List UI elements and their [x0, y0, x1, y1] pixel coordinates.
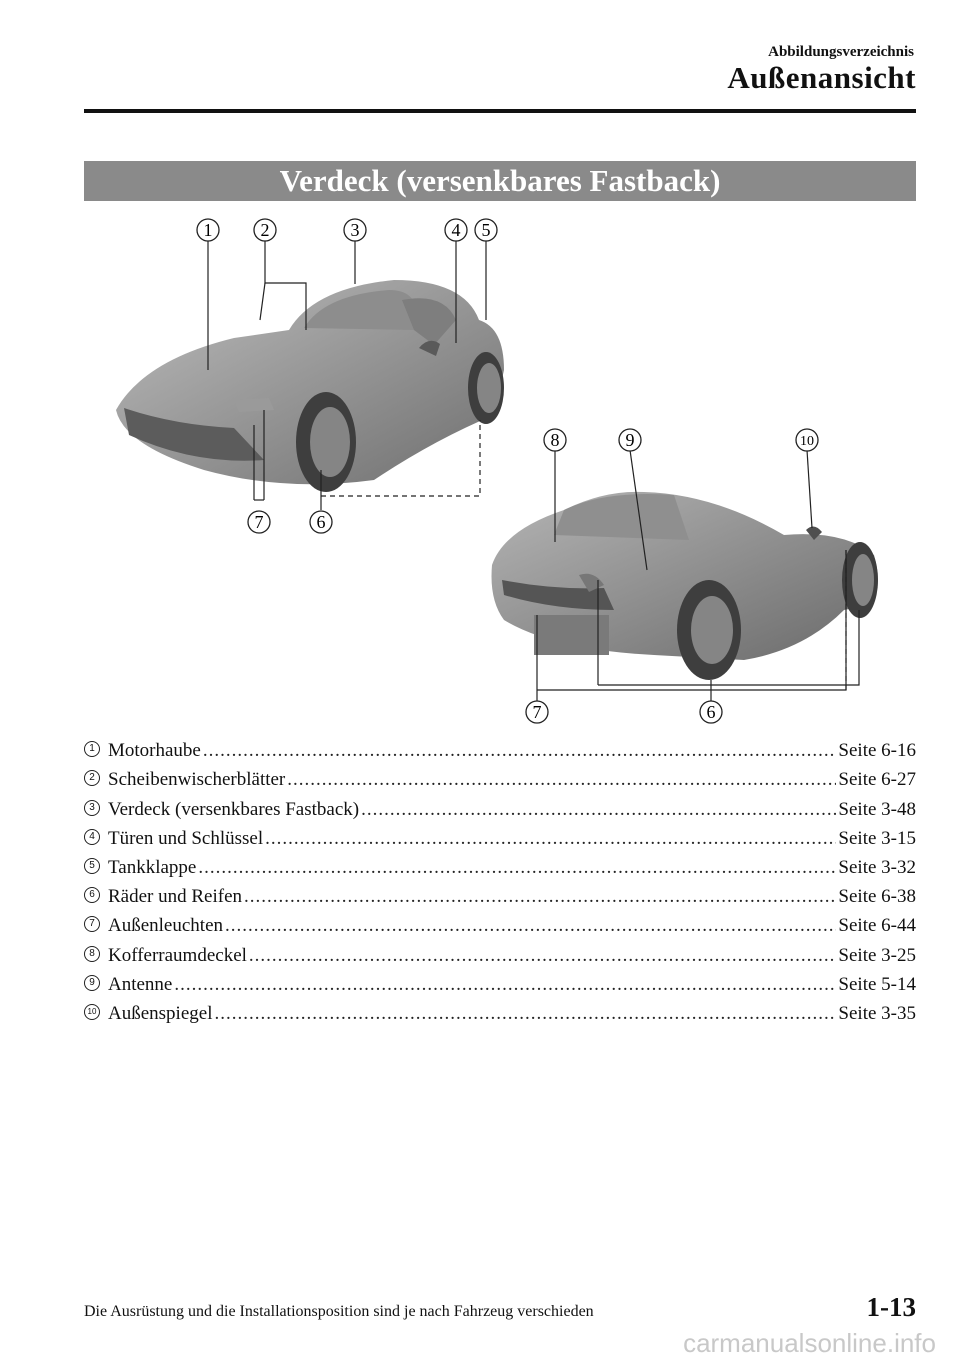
header-rule	[84, 109, 916, 113]
item-label: Außenleuchten	[108, 915, 224, 937]
callout-6-front: 6	[309, 510, 333, 534]
item-number: 3	[84, 799, 100, 816]
item-label: Scheibenwischerblätter	[108, 769, 286, 791]
list-item: 1 Motorhaube Seite 6-16	[84, 733, 916, 762]
list-item: 3 Verdeck (versenkbares Fastback) Seite 3-…	[84, 791, 916, 820]
list-item: 8 Kofferraumdeckel Seite 3-25	[84, 937, 916, 966]
callout-4: 4	[444, 218, 468, 242]
list-item: 5 Tankklappe Seite 3-32	[84, 850, 916, 879]
list-item: 2 Scheibenwischerblätter Seite 6-27	[84, 762, 916, 791]
callout-5: 5	[474, 218, 498, 242]
callout-7-rear: 7	[525, 700, 549, 724]
callout-8-label: 8	[551, 430, 560, 450]
car-illustration: 1 2 3 4 5 6 7 8 9 10 7 6	[116, 218, 878, 724]
rear-car	[491, 491, 878, 680]
list-item: 9 Antenne Seite 5-14	[84, 967, 916, 996]
item-number: 6	[84, 887, 100, 904]
item-label: Verdeck (versenkbares Fastback)	[108, 798, 360, 820]
callout-7-front: 7	[247, 510, 271, 534]
component-list: 1 Motorhaube Seite 6-16 2 Scheibenwischerbl…	[84, 733, 916, 1025]
item-page-ref: Seite 5-14	[838, 973, 916, 995]
section-banner: Verdeck (versenkbares Fastback)	[84, 161, 916, 201]
callout-3: 3	[343, 218, 367, 242]
item-number: 4	[84, 828, 100, 845]
list-item: 6 Räder und Reifen Seite 6-38	[84, 879, 916, 908]
page-title: Außenansicht	[727, 60, 916, 95]
callout-9-label: 9	[626, 430, 635, 450]
item-number: 8	[84, 945, 100, 962]
list-item: 7 Außenleuchten Seite 6-44	[84, 908, 916, 937]
callout-10-label: 10	[800, 434, 814, 449]
item-page-ref: Seite 6-44	[838, 915, 916, 937]
item-number: 9	[84, 974, 100, 991]
callout-3-label: 3	[351, 220, 360, 240]
callout-7-front-label: 7	[255, 512, 264, 532]
item-page-ref: Seite 3-25	[838, 944, 916, 966]
front-car	[116, 280, 504, 492]
item-label: Kofferraumdeckel	[108, 944, 247, 966]
callout-2-label: 2	[261, 220, 270, 240]
leader-lines	[207, 240, 860, 710]
callout-6-rear-label: 6	[707, 702, 716, 722]
item-label: Motorhaube	[108, 740, 201, 762]
item-number: 10	[84, 1003, 100, 1020]
callout-5-label: 5	[482, 220, 491, 240]
footer-note: Die Ausrüstung und die Installationsposi…	[84, 1303, 594, 1320]
callout-10: 10	[795, 428, 819, 452]
list-item: 4 Türen und Schlüssel Seite 3-15	[84, 821, 916, 850]
list-item: 10 Außenspiegel Seite 3-35	[84, 996, 916, 1025]
section-label: Abbildungsverzeichnis	[768, 44, 914, 60]
callout-1: 1	[196, 218, 220, 242]
item-label: Außenspiegel	[108, 1002, 213, 1024]
item-label: Türen und Schlüssel	[108, 827, 264, 849]
callout-7-rear-label: 7	[533, 702, 542, 722]
item-label: Antenne	[108, 973, 173, 995]
item-number: 1	[84, 741, 100, 758]
item-number: 7	[84, 916, 100, 933]
item-number: 2	[84, 770, 100, 787]
item-page-ref: Seite 6-27	[838, 769, 916, 791]
callout-9: 9	[618, 428, 642, 452]
callout-markers: 1 2 3 4 5 6 7 8 9 10 7 6	[196, 218, 819, 724]
callout-4-label: 4	[452, 220, 461, 240]
callout-1-label: 1	[204, 220, 213, 240]
callout-8: 8	[543, 428, 567, 452]
item-label: Räder und Reifen	[108, 886, 243, 908]
item-page-ref: Seite 6-16	[838, 740, 916, 762]
item-label: Tankklappe	[108, 856, 197, 878]
watermark: carmanualsonline.info	[683, 1328, 936, 1358]
callout-6-front-label: 6	[317, 512, 326, 532]
item-page-ref: Seite 6-38	[838, 886, 916, 908]
item-page-ref: Seite 3-32	[838, 856, 916, 878]
callout-6-rear: 6	[699, 700, 723, 724]
item-page-ref: Seite 3-35	[838, 1002, 916, 1024]
item-number: 5	[84, 857, 100, 874]
callout-2: 2	[253, 218, 277, 242]
item-page-ref: Seite 3-15	[838, 827, 916, 849]
item-page-ref: Seite 3-48	[838, 798, 916, 820]
page-number: 1-13	[866, 1292, 917, 1322]
